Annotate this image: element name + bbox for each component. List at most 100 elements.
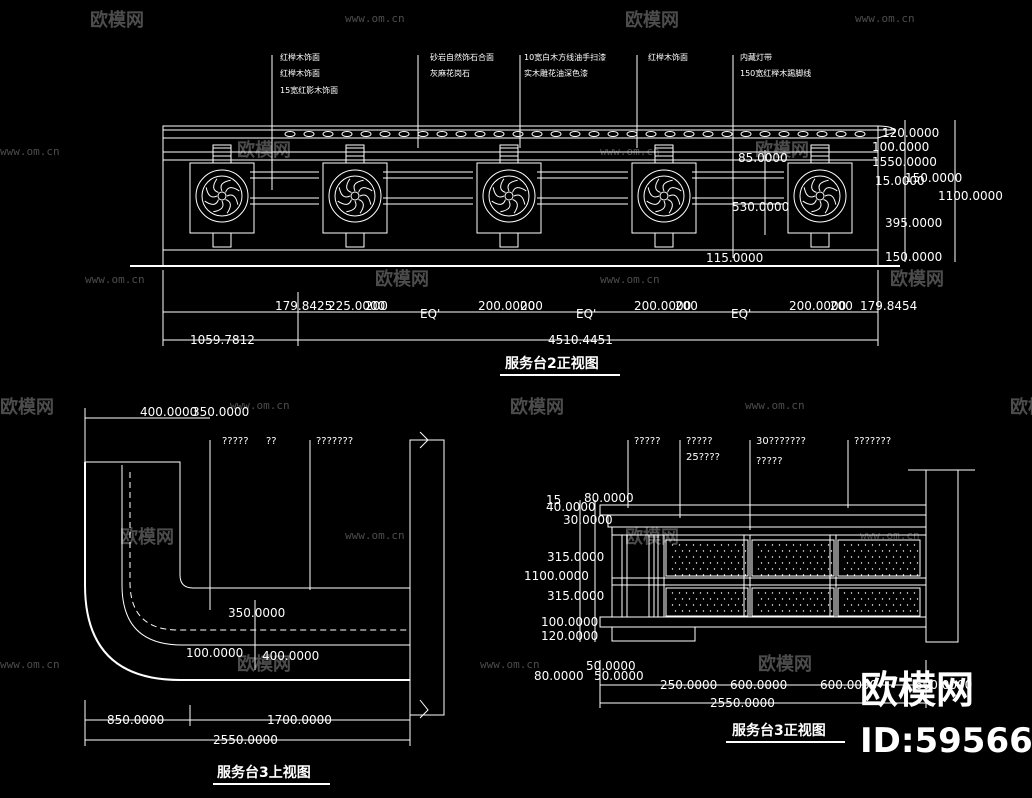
dot (913, 604, 916, 606)
dimension-label: 200.0000 (478, 299, 535, 313)
dot (709, 562, 712, 564)
dot (850, 604, 853, 606)
annotation: ??????? (316, 436, 353, 447)
dot (744, 550, 747, 552)
dot (916, 574, 919, 576)
dimension-label: 100.0000 (186, 646, 243, 660)
dimension-label: 85.0000 (738, 151, 788, 165)
panel-frame (751, 587, 835, 617)
dot (788, 598, 791, 600)
dot (906, 544, 909, 546)
view-title: 服务台2正视图 (505, 355, 599, 372)
dimension-label: 600.0000 (820, 678, 877, 692)
bead (398, 131, 410, 137)
dot (846, 610, 849, 612)
bead (626, 131, 638, 137)
rosette-petal (823, 187, 838, 193)
watermark-url: www.om.cn (855, 12, 915, 25)
bead (474, 131, 486, 137)
countertop (599, 504, 927, 516)
bead (816, 131, 828, 137)
dot (799, 604, 802, 606)
rosette-center (350, 191, 360, 201)
dot (737, 610, 740, 612)
dot (827, 604, 830, 606)
dotted-panel (751, 539, 835, 577)
dot (760, 598, 763, 600)
rosette-petal (507, 179, 518, 192)
dot (727, 544, 730, 546)
dot (734, 568, 737, 570)
watermark-brand: 欧模网 (120, 526, 174, 548)
dot (760, 574, 763, 576)
dot (727, 592, 730, 594)
watermark-brand: 欧模网 (510, 396, 564, 418)
dot (792, 556, 795, 558)
dimension-label: 179.8425 (275, 299, 332, 313)
rosette-outer (482, 169, 536, 223)
dot (792, 592, 795, 594)
dot (720, 556, 723, 558)
front-view-3: ????? ????? 25???? 30??????? ????? ?????… (524, 436, 975, 743)
dotted-panel (837, 539, 921, 577)
dot (778, 604, 781, 606)
annotation: ????? (686, 436, 713, 447)
dot (734, 604, 737, 606)
dot (827, 568, 830, 570)
watermark-brand: 欧模网 (625, 526, 679, 548)
counter-inner-edge (85, 461, 410, 589)
dot (864, 556, 867, 558)
dot (734, 556, 737, 558)
bead (379, 131, 391, 137)
dot (799, 544, 802, 546)
dot (713, 604, 716, 606)
dot (795, 574, 798, 576)
dot (871, 556, 874, 558)
dimension-label: 315.0000 (547, 550, 604, 564)
panel-frame (837, 539, 921, 577)
dot (781, 574, 784, 576)
dimension-label: 100.0000 (541, 615, 598, 629)
annotation: ??????? (854, 436, 891, 447)
watermark-brand: 欧模网 (758, 653, 812, 675)
dot (699, 592, 702, 594)
dot (885, 544, 888, 546)
rosette-ring (201, 175, 243, 217)
dot (767, 610, 770, 612)
rosette-petal (512, 187, 527, 193)
leader-lines (627, 440, 849, 530)
watermark-brand: 欧模网 (755, 139, 809, 161)
rosette-center (659, 191, 669, 201)
dot (723, 562, 726, 564)
dot (906, 592, 909, 594)
dot (895, 574, 898, 576)
rosette-petal (655, 200, 666, 213)
dot (823, 562, 826, 564)
rosette-petal (346, 200, 357, 213)
dot (767, 598, 770, 600)
dot (885, 604, 888, 606)
dot (864, 604, 867, 606)
dot (706, 544, 709, 546)
panel-frame (665, 587, 749, 617)
dot (802, 562, 805, 564)
dot (764, 592, 767, 594)
dot (674, 610, 677, 612)
dot (778, 544, 781, 546)
dot (778, 592, 781, 594)
rosette-petal (204, 199, 219, 205)
dot (902, 562, 905, 564)
dot (902, 574, 905, 576)
dot (906, 556, 909, 558)
dot (895, 610, 898, 612)
dot (827, 544, 830, 546)
dot (881, 562, 884, 564)
dot (688, 598, 691, 600)
rosette-petal (512, 199, 518, 214)
rosette-petal (500, 200, 511, 213)
dotted-panel (837, 587, 921, 617)
dimension-label: 80.0000 (584, 491, 634, 505)
dot (820, 592, 823, 594)
dot (757, 556, 760, 558)
rosette-outer (793, 169, 847, 223)
